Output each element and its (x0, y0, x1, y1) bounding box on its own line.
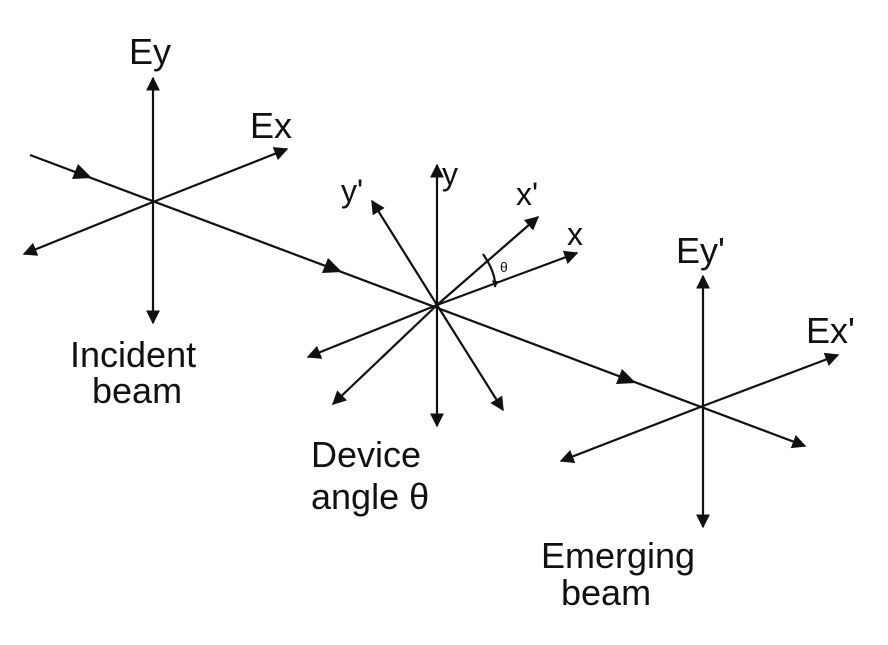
incident-ex-axis (152, 147, 289, 204)
device-x-axis (436, 250, 579, 307)
device-x-axis-back (306, 303, 438, 359)
emerging-axes (559, 274, 840, 529)
device-y-label: y (442, 156, 458, 192)
incident-ex-label: Ex (250, 105, 292, 146)
beam-path (29, 153, 807, 449)
beam-arrowhead-2 (322, 258, 342, 273)
incident-caption-line1: Incident (70, 334, 196, 375)
emerging-caption-line1: Emerging (541, 535, 695, 576)
device-theta-label: θ (500, 259, 508, 275)
theta-angle-arc (482, 253, 499, 288)
device-x-label: x (567, 216, 583, 252)
device-y-prime-label: y' (341, 173, 363, 209)
device-caption-line2: angle θ (311, 476, 429, 517)
emerging-ex-label: Ex' (806, 310, 855, 351)
incident-ey-label: Ey (129, 31, 171, 72)
device-caption-line1: Device (311, 434, 421, 475)
emerging-ey-label: Ey' (676, 230, 725, 271)
device-x-prime-axis-back (331, 304, 438, 405)
beam-arrowhead-1 (72, 164, 92, 179)
device-y-prime-axis-back (436, 304, 504, 412)
incident-ex-axis-back (22, 200, 154, 256)
device-y-prime-axis (371, 199, 438, 306)
emerging-ex-axis-back (559, 404, 704, 463)
incident-axes (22, 76, 289, 325)
emerging-ex-axis (702, 352, 840, 408)
device-axes (306, 163, 579, 428)
incident-caption-line2: beam (92, 370, 182, 411)
device-x-prime-label: x' (516, 176, 538, 212)
beam-arrowhead-3 (616, 369, 636, 384)
emerging-caption-line2: beam (561, 572, 651, 613)
beam-line (29, 153, 807, 449)
